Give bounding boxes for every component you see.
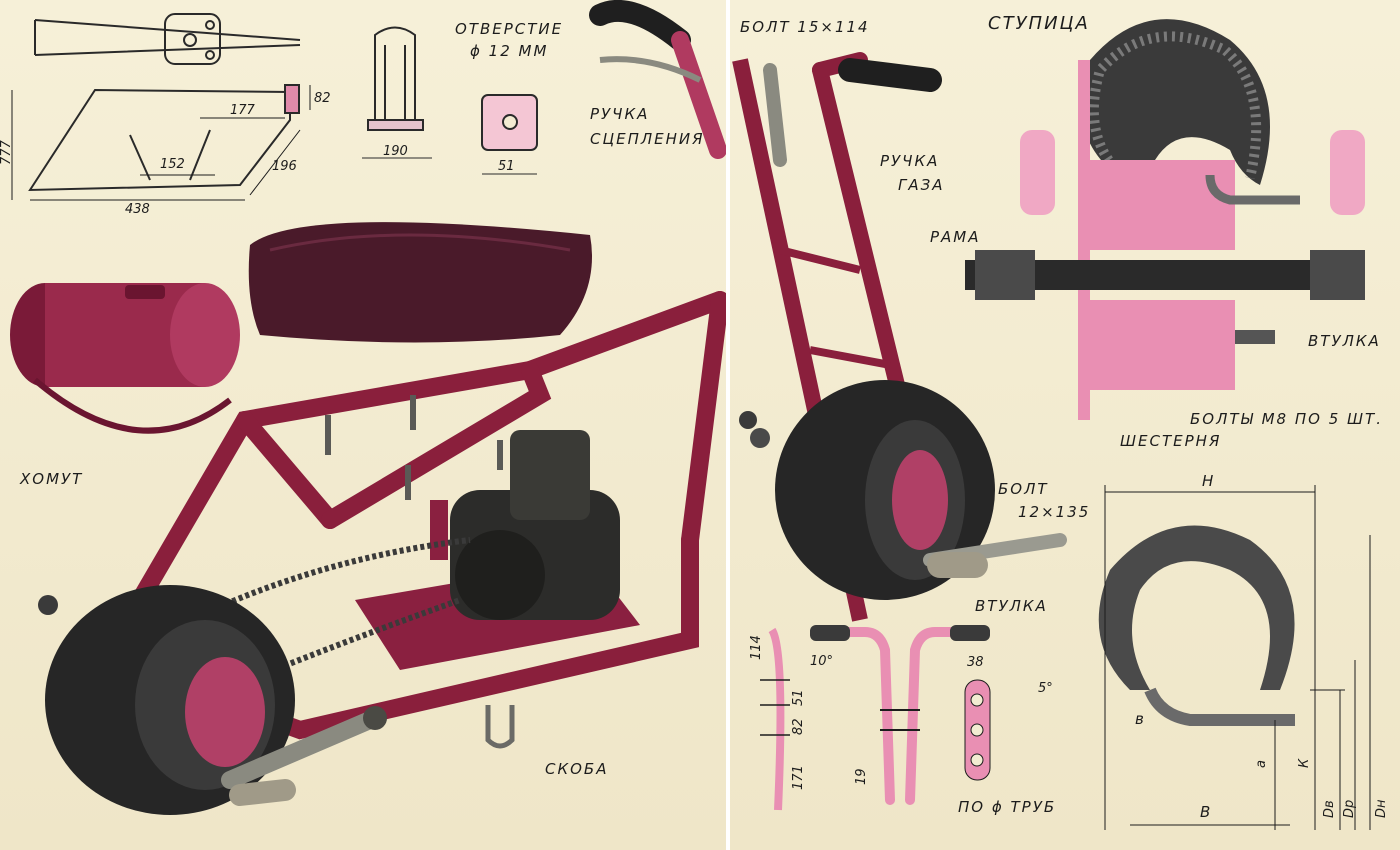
hub-title: СТУПИЦА	[988, 13, 1090, 34]
dim-196: 196	[272, 159, 297, 174]
throttle-label: РУЧКА	[880, 152, 940, 170]
dim-82b: 82	[791, 718, 806, 735]
dim-82: 82	[314, 91, 331, 106]
bolts-m8-label: БОЛТЫ М8 ПО 5 ШТ.	[1190, 410, 1383, 428]
rear-axle-bolt	[221, 706, 387, 806]
dim-171: 171	[791, 765, 806, 790]
fork-leg-drawing	[760, 627, 790, 811]
clamp-sketch	[481, 94, 538, 175]
top-bolt	[763, 63, 787, 167]
front-axle-bolt	[923, 533, 1067, 578]
detail-drawing	[732, 19, 1371, 830]
tire-dim-Dn: Dн	[1374, 799, 1389, 818]
tire-dim-b: в	[1135, 710, 1144, 728]
dim-438: 438	[125, 202, 150, 217]
tire-dim-5deg: 5°	[1038, 681, 1053, 696]
right-panel-details: БОЛТ 15×114 РУЧКА ГАЗА СТУПИЦА РАМА ВТУЛ…	[730, 0, 1400, 850]
assembly-drawing	[10, 0, 726, 815]
fork-sketch	[362, 26, 432, 159]
dim-777: 777	[0, 140, 14, 165]
bracket-label: СКОБА	[545, 760, 609, 778]
engine	[430, 430, 620, 620]
dim-114: 114	[749, 635, 764, 660]
tire-profile	[1098, 525, 1295, 726]
hub-section	[965, 19, 1365, 420]
bushing-label: ВТУЛКА	[1308, 332, 1381, 350]
tire-dim-a: а	[1254, 760, 1269, 768]
handlebar-drawing	[810, 625, 990, 805]
dim-51b: 51	[791, 689, 806, 706]
throttle-label-2: ГАЗА	[898, 176, 945, 194]
frame-dimension-lines	[11, 85, 311, 201]
dim-10deg: 10°	[810, 654, 834, 669]
dim-152: 152	[160, 157, 185, 172]
hole-label: ОТВЕРСТИЕ	[455, 20, 564, 38]
rear-wheel	[45, 585, 295, 815]
clutch-handle-label-2: СЦЕПЛЕНИЯ	[590, 130, 705, 148]
plate-drawing	[964, 679, 991, 781]
front-wheel	[775, 380, 995, 600]
tire-dim-Dr: Dр	[1342, 799, 1357, 818]
tire-dim-B: В	[1200, 803, 1211, 821]
page-gutter	[726, 0, 730, 850]
left-panel-assembly: ОТВЕРСТИЕ ϕ 12 ММ РУЧКА СЦЕПЛЕНИЯ ХОМУТ …	[0, 0, 726, 850]
dim-38: 38	[967, 655, 984, 670]
tire-dim-H: Н	[1202, 472, 1214, 490]
seat	[248, 222, 592, 343]
pipe-diameter-label: ПО ϕ ТРУБ	[958, 798, 1057, 816]
clamp-label: ХОМУТ	[20, 470, 84, 488]
fuel-tank	[10, 283, 240, 434]
bushing-lower-label: ВТУЛКА	[975, 597, 1048, 615]
bolt-lower-label: БОЛТ	[998, 480, 1049, 498]
frame-label: РАМА	[930, 228, 981, 246]
dim-51: 51	[498, 159, 515, 174]
bolt-lower-size-label: 12×135	[1018, 503, 1091, 521]
tire-dimension-lines	[1104, 485, 1371, 830]
frame-plan-sketch	[34, 13, 301, 65]
tire-dim-K: К	[1297, 758, 1312, 768]
bolt-top-label: БОЛТ 15×114	[740, 18, 870, 36]
hole-size-label: ϕ 12 ММ	[470, 42, 549, 60]
u-bracket	[485, 705, 515, 749]
dim-177: 177	[230, 103, 255, 118]
seat-screws	[325, 395, 503, 500]
handlebar-grip	[589, 0, 726, 159]
clutch-handle-label: РУЧКА	[590, 105, 650, 123]
gear-label: ШЕСТЕРНЯ	[1120, 432, 1222, 450]
frame-side-sketch	[28, 84, 300, 192]
tire-dim-Dv: Dв	[1322, 800, 1337, 818]
dim-19: 19	[854, 768, 869, 785]
nut	[38, 595, 58, 615]
washers	[739, 411, 770, 448]
dim-190: 190	[383, 144, 408, 159]
